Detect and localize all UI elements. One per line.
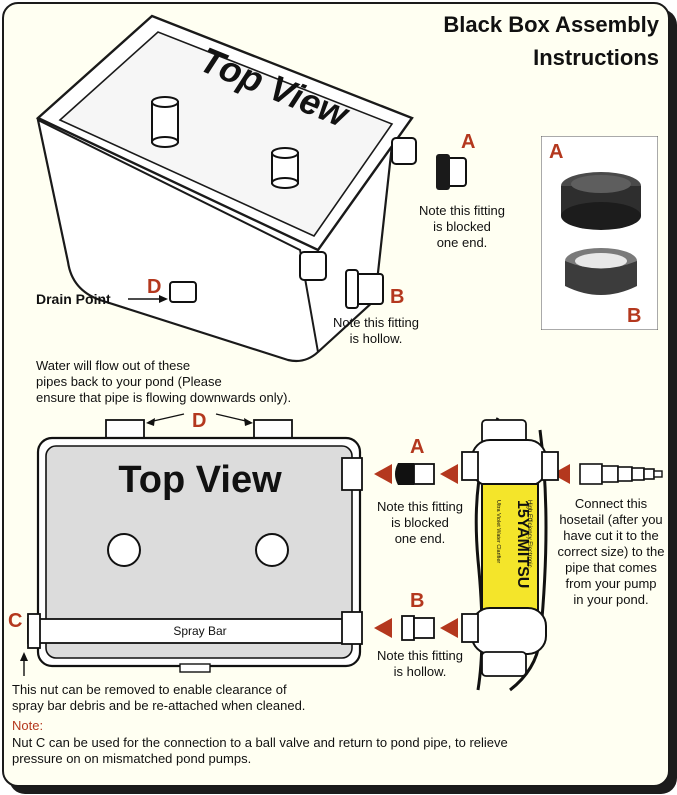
- spray-bar-label: Spray Bar: [173, 624, 227, 638]
- svg-text:Ultra Violet Water Clarifier: Ultra Violet Water Clarifier: [495, 500, 501, 563]
- bottom-note-b: Note this fitting is hollow.: [377, 648, 463, 679]
- flow-arrows: [374, 464, 570, 638]
- top-letter-a: A: [461, 131, 476, 153]
- footer-note-label: Note:: [12, 718, 44, 733]
- photo-ring-b: [565, 248, 637, 295]
- top-letter-d: D: [147, 276, 162, 298]
- bottom-letter-d: D: [192, 410, 207, 432]
- box-top-view-label: Top View: [118, 459, 282, 501]
- hosetail-note: Connect this hosetail (after you have cu…: [557, 496, 665, 607]
- bottom-letter-b: B: [410, 590, 425, 612]
- box-fitting-a: [341, 457, 363, 491]
- box-3d-inner-rim: [58, 31, 394, 238]
- spray-bar: [27, 618, 355, 644]
- uv-clarifier-icon: 15YAMITSU High Efficiency Electronic Ult…: [461, 417, 559, 692]
- bottom-fitting-a-icon: [395, 463, 435, 485]
- title-line-1: Black Box Assembly: [443, 12, 659, 37]
- flow-note: Water will flow out of these pipes back …: [36, 358, 292, 405]
- box-3d-fitting-lower: [299, 251, 327, 281]
- photo-cap-a: [561, 172, 641, 230]
- top-letter-b: B: [390, 286, 405, 308]
- bottom-letter-a: A: [410, 436, 425, 458]
- nut-note: This nut can be removed to enable cleara…: [12, 682, 306, 713]
- box-interior: [45, 445, 353, 659]
- photo-letter-b: B: [627, 305, 642, 327]
- box-3d-fitting-upper: [391, 137, 417, 165]
- nut-c: [27, 613, 41, 649]
- svg-text:High Efficiency Electronic: High Efficiency Electronic: [526, 500, 532, 568]
- photo-letter-a: A: [549, 141, 564, 163]
- bottom-letter-c: C: [8, 610, 23, 632]
- box-3d-drain-fitting: [169, 281, 197, 303]
- bottom-fitting-b-icon: [401, 615, 435, 641]
- hosetail-icon: [579, 463, 663, 485]
- bottom-note-a: Note this fitting is blocked one end.: [377, 499, 463, 546]
- top-note-b: Note this fitting is hollow.: [333, 315, 419, 346]
- drain-point-label: Drain Point: [36, 291, 111, 307]
- title-line-2: Instructions: [533, 45, 659, 70]
- fitting-a-icon: [436, 154, 467, 190]
- box-3d-post-2: [271, 147, 299, 189]
- box-3d-post-1: [151, 96, 179, 148]
- footer-note-text: Nut C can be used for the connection to …: [12, 735, 508, 766]
- svg-text:15YAMITSU: 15YAMITSU: [514, 500, 531, 588]
- fittings-photo: [541, 136, 658, 330]
- fitting-b-icon: [345, 269, 384, 309]
- box-hole-right: [255, 533, 289, 567]
- top-note-a: Note this fitting is blocked one end.: [419, 203, 505, 250]
- box-hole-left: [107, 533, 141, 567]
- box-fitting-b: [341, 611, 363, 645]
